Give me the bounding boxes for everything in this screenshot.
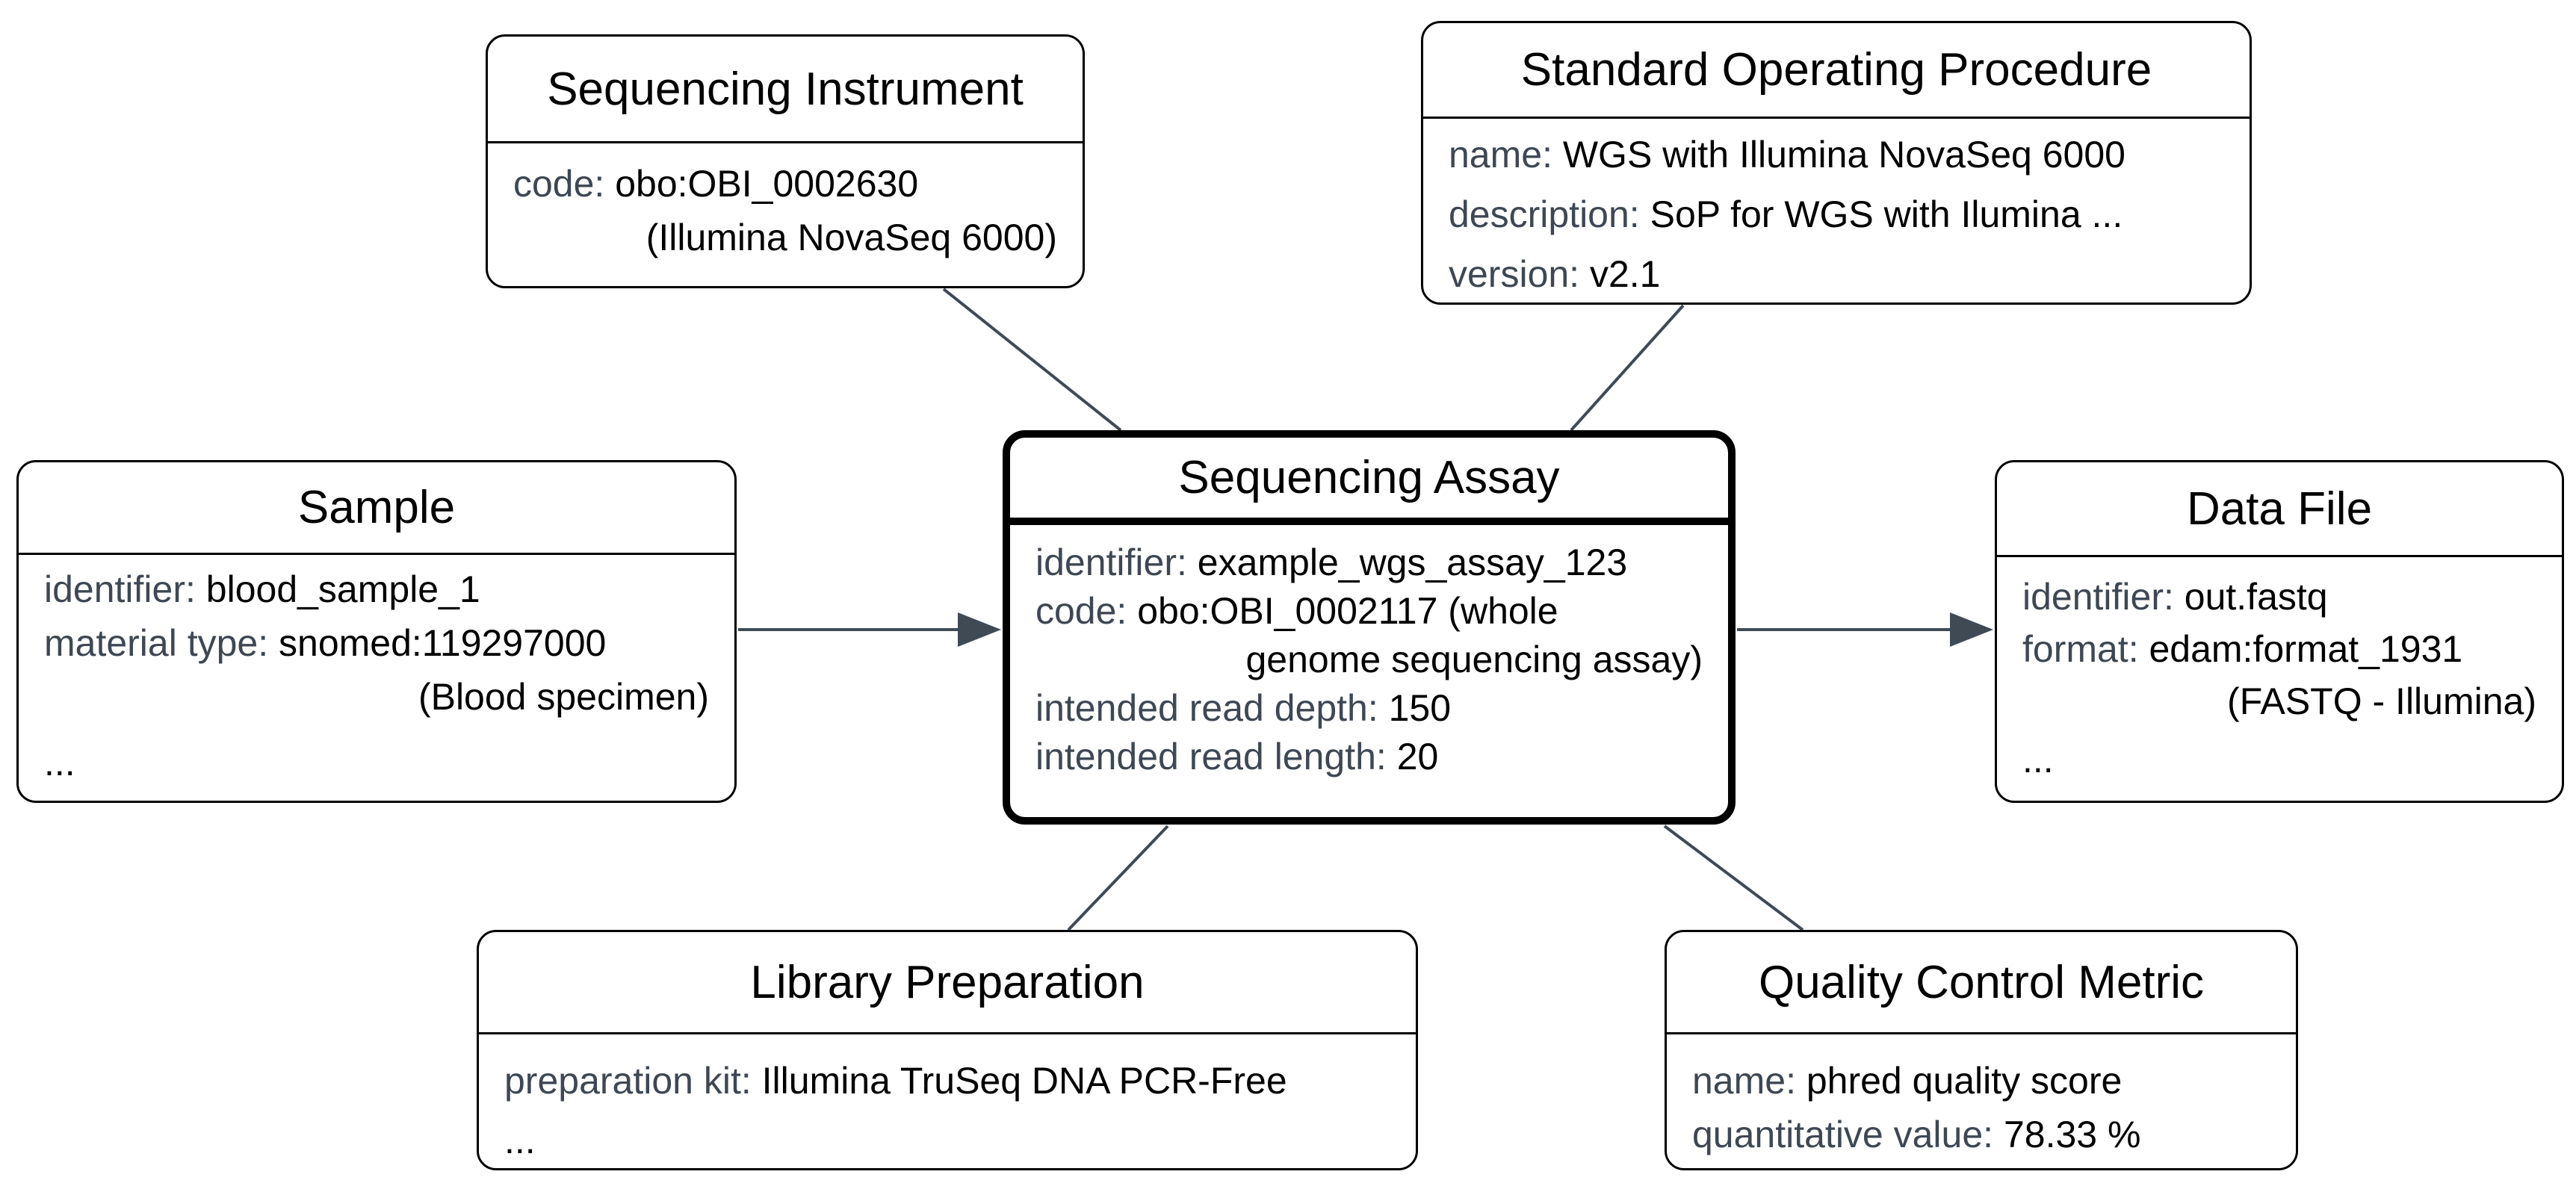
field-label: identifier: (44, 568, 206, 610)
field-label: code: (513, 163, 616, 205)
field-value: v2.1 (1589, 253, 1661, 295)
field-line: identifier: out.fastq (2022, 571, 2536, 623)
node-standard-operating-procedure: Standard Operating Procedure name: WGS w… (1421, 21, 2252, 305)
field-line: quantitative value: 78.33 % (1692, 1108, 2270, 1161)
node-title: Sequencing Instrument (488, 37, 1083, 143)
field-value: 78.33 % (2003, 1114, 2141, 1155)
edge-sop-to-assay (1570, 304, 1685, 432)
field-value: (Illumina NovaSeq 6000) (645, 217, 1057, 258)
field-line: identifier: example_wgs_assay_123 (1035, 539, 1703, 587)
node-title: Data File (1997, 462, 2562, 557)
field-line: ... (44, 736, 709, 789)
field-value: (FASTQ - Illumina) (2227, 680, 2536, 722)
field-value: 150 (1388, 687, 1452, 729)
field-label: name: (1692, 1060, 1806, 1102)
field-line: (Illumina NovaSeq 6000) (513, 211, 1057, 264)
field-line: format: edam:format_1931 (2022, 623, 2536, 675)
field-line: description: SoP for WGS with Ilumina ..… (1449, 184, 2224, 244)
field-line: preparation kit: Illumina TruSeq DNA PCR… (504, 1054, 1390, 1108)
field-label: quantitative value: (1692, 1114, 2004, 1155)
field-value: ... (2022, 739, 2054, 780)
field-label: version: (1449, 253, 1590, 295)
field-label: intended read depth: (1035, 687, 1389, 729)
field-line: code: obo:OBI_0002630 (513, 157, 1057, 211)
field-value: ... (44, 742, 75, 783)
field-label: material type: (44, 622, 279, 664)
node-title: Sample (19, 462, 734, 555)
field-value: out.fastq (2184, 576, 2328, 618)
node-title: Sequencing Assay (1010, 438, 1728, 525)
arrowhead-sample-to-assay (958, 612, 1001, 647)
node-sequencing-instrument: Sequencing Instrument code: obo:OBI_0002… (486, 34, 1085, 288)
node-title: Quality Control Metric (1667, 932, 2296, 1034)
arrowhead-assay-to-datafile (1950, 612, 1993, 647)
node-quality-control-metric: Quality Control Metric name: phred quali… (1665, 930, 2298, 1170)
field-line: (Blood specimen) (44, 670, 709, 724)
field-value: obo:OBI_0002630 (615, 163, 919, 205)
field-label: preparation kit: (504, 1060, 762, 1102)
field-value: 20 (1396, 736, 1439, 778)
field-value: ... (504, 1120, 536, 1161)
field-line: (FASTQ - Illumina) (2022, 675, 2536, 727)
field-line: genome sequencing assay) (1035, 636, 1703, 684)
edge-assay-to-qcm (1663, 825, 1804, 931)
field-label: intended read length: (1035, 736, 1397, 778)
field-value: WGS with Illumina NovaSeq 6000 (1562, 134, 2125, 176)
field-value: Illumina TruSeq DNA PCR-Free (761, 1060, 1287, 1102)
field-line: name: phred quality score (1692, 1054, 2270, 1108)
edge-instrument-to-assay (942, 288, 1122, 432)
field-label: name: (1449, 134, 1563, 176)
field-label: format: (2022, 628, 2149, 670)
field-value: SoP for WGS with Ilumina ... (1650, 193, 2123, 235)
field-label: description: (1449, 193, 1650, 235)
field-value: example_wgs_assay_123 (1197, 541, 1628, 583)
edge-assay-to-libprep (1067, 825, 1169, 931)
field-line: intended read depth: 150 (1035, 684, 1703, 733)
field-value: edam:format_1931 (2149, 628, 2463, 670)
field-line: ... (2022, 733, 2536, 786)
field-value: blood_sample_1 (205, 568, 480, 610)
field-line: version: v2.1 (1449, 244, 2224, 304)
node-body: preparation kit: Illumina TruSeq DNA PCR… (479, 1034, 1416, 1167)
field-line: code: obo:OBI_0002117 (whole (1035, 587, 1703, 636)
node-library-preparation: Library Preparation preparation kit: Ill… (477, 930, 1418, 1170)
node-body: code: obo:OBI_0002630 (Illumina NovaSeq 6… (488, 143, 1083, 264)
field-value: phred quality score (1806, 1060, 2123, 1102)
node-title: Library Preparation (479, 932, 1416, 1034)
field-value: genome sequencing assay) (1245, 639, 1703, 680)
field-label: identifier: (2022, 576, 2185, 618)
node-sequencing-assay: Sequencing Assay identifier: example_wgs… (1003, 430, 1736, 825)
field-label: identifier: (1035, 541, 1198, 583)
field-value: (Blood specimen) (418, 676, 709, 718)
field-line: material type: snomed:119297000 (44, 616, 709, 670)
node-title: Standard Operating Procedure (1423, 23, 2250, 119)
field-line: identifier: blood_sample_1 (44, 562, 709, 616)
field-line: name: WGS with Illumina NovaSeq 6000 (1449, 125, 2224, 184)
field-label: code: (1035, 590, 1138, 632)
field-value: snomed:119297000 (279, 622, 607, 664)
field-line: intended read length: 20 (1035, 733, 1703, 781)
field-line: ... (504, 1114, 1390, 1167)
field-value: obo:OBI_0002117 (whole (1137, 590, 1558, 632)
